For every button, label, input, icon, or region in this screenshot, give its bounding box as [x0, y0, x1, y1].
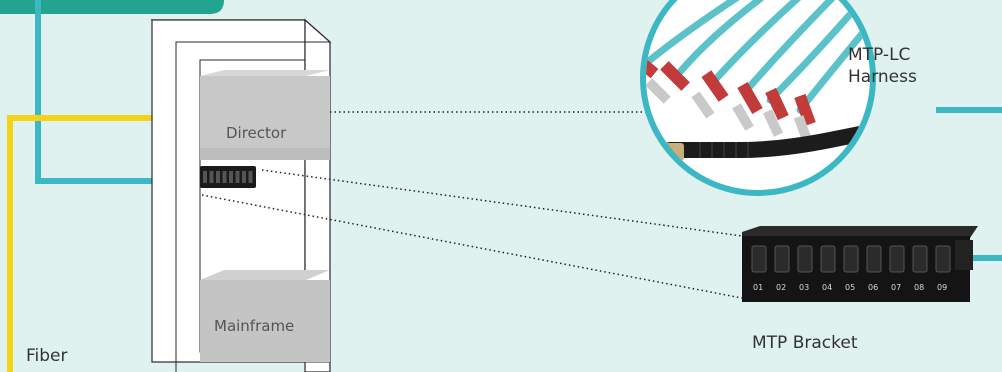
bracket-port-number: 01 — [753, 283, 763, 292]
bracket-port-number: 03 — [799, 283, 809, 292]
patch-port — [216, 171, 220, 183]
bracket-port-number: 07 — [891, 283, 901, 292]
harness-label-line2: Harness — [848, 66, 917, 88]
harness-label-line1: MTP-LC — [848, 44, 917, 66]
patch-port — [242, 171, 246, 183]
harness-label: MTP-LC Harness — [848, 44, 917, 88]
bracket-port — [775, 246, 789, 272]
bracket-port-number: 04 — [822, 283, 832, 292]
bracket-port-number: 08 — [914, 283, 924, 292]
bracket-port — [798, 246, 812, 272]
connector-patch-bracket-top — [262, 170, 742, 236]
mtp-bracket: 01 02 03 04 05 06 07 08 09 — [742, 226, 978, 302]
bracket-port-number: 05 — [845, 283, 855, 292]
bracket-label: MTP Bracket — [752, 332, 858, 354]
patch-module — [200, 166, 256, 188]
bracket-port — [890, 246, 904, 272]
harness-photo — [610, 0, 890, 193]
patch-port — [203, 171, 207, 183]
bracket-port — [821, 246, 835, 272]
bracket-port-number: 02 — [776, 283, 786, 292]
mainframe-unit — [200, 270, 330, 362]
bracket-port — [844, 246, 858, 272]
bracket-port — [867, 246, 881, 272]
bracket-port — [936, 246, 950, 272]
fiber-label: Fiber — [26, 345, 68, 367]
director-unit — [200, 70, 330, 160]
patch-port — [236, 171, 240, 183]
patch-port — [249, 171, 253, 183]
mainframe-label: Mainframe — [214, 317, 294, 335]
fiber-line — [10, 118, 152, 372]
teal-cable-left — [38, 0, 152, 181]
bracket-port — [913, 246, 927, 272]
header-tab — [0, 0, 224, 14]
patch-port — [223, 171, 227, 183]
bracket-port-number: 06 — [868, 283, 878, 292]
patch-port — [210, 171, 214, 183]
bracket-port-number: 09 — [937, 283, 947, 292]
patch-port — [229, 171, 233, 183]
bracket-port — [752, 246, 766, 272]
director-label: Director — [226, 124, 286, 142]
